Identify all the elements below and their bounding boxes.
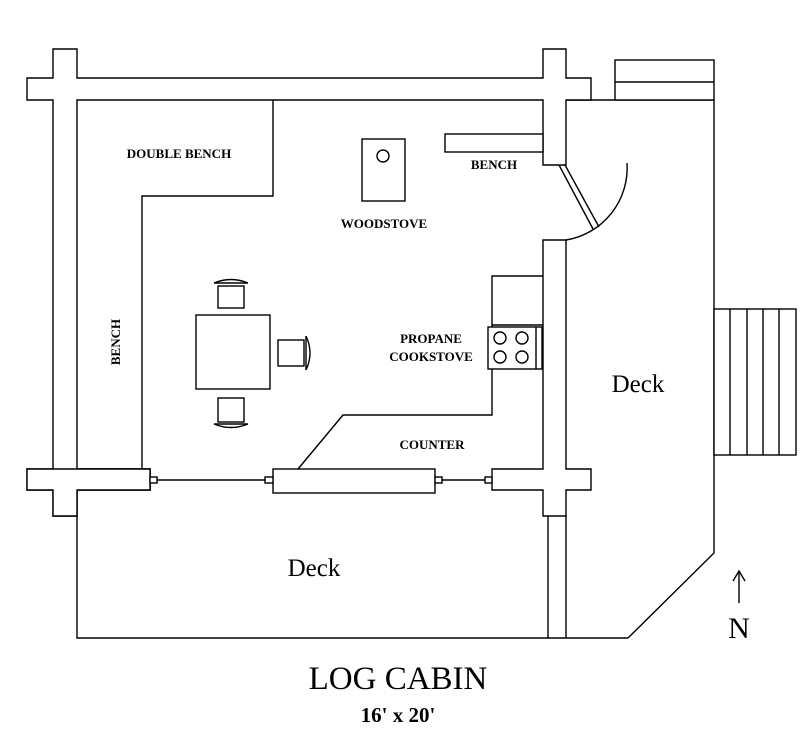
diagram-title: LOG CABIN — [309, 661, 488, 697]
door — [558, 162, 628, 241]
deck-east — [566, 99, 715, 639]
double-bench — [141, 100, 274, 469]
window-south-west — [149, 476, 274, 484]
label-deck-south: Deck — [288, 555, 341, 582]
deck-south — [76, 490, 628, 639]
woodstove-shape — [361, 138, 406, 202]
label-north: N — [728, 612, 750, 645]
deck-stairs — [713, 308, 797, 456]
label-bench-top: BENCH — [471, 157, 517, 172]
label-woodstove: WOODSTOVE — [341, 216, 427, 231]
window-south-east — [434, 476, 493, 484]
label-propane: PROPANE — [400, 331, 462, 346]
cabin-walls — [26, 48, 592, 517]
bench-top — [444, 133, 544, 153]
label-bench-left: BENCH — [108, 319, 123, 365]
label-double-bench: DOUBLE BENCH — [127, 146, 231, 161]
deck-post — [614, 59, 715, 101]
chair-south — [213, 397, 249, 429]
label-cookstove: COOKSTOVE — [389, 349, 473, 364]
label-deck-east: Deck — [612, 371, 665, 398]
cookstove-shape — [487, 326, 543, 370]
chair-north — [213, 278, 249, 309]
counter-shape — [297, 275, 543, 470]
label-counter: COUNTER — [399, 437, 465, 452]
diagram-dimensions: 16' x 20' — [361, 703, 436, 727]
dining-table — [195, 314, 271, 390]
north-arrow-icon — [732, 569, 746, 603]
chair-east — [277, 335, 311, 371]
